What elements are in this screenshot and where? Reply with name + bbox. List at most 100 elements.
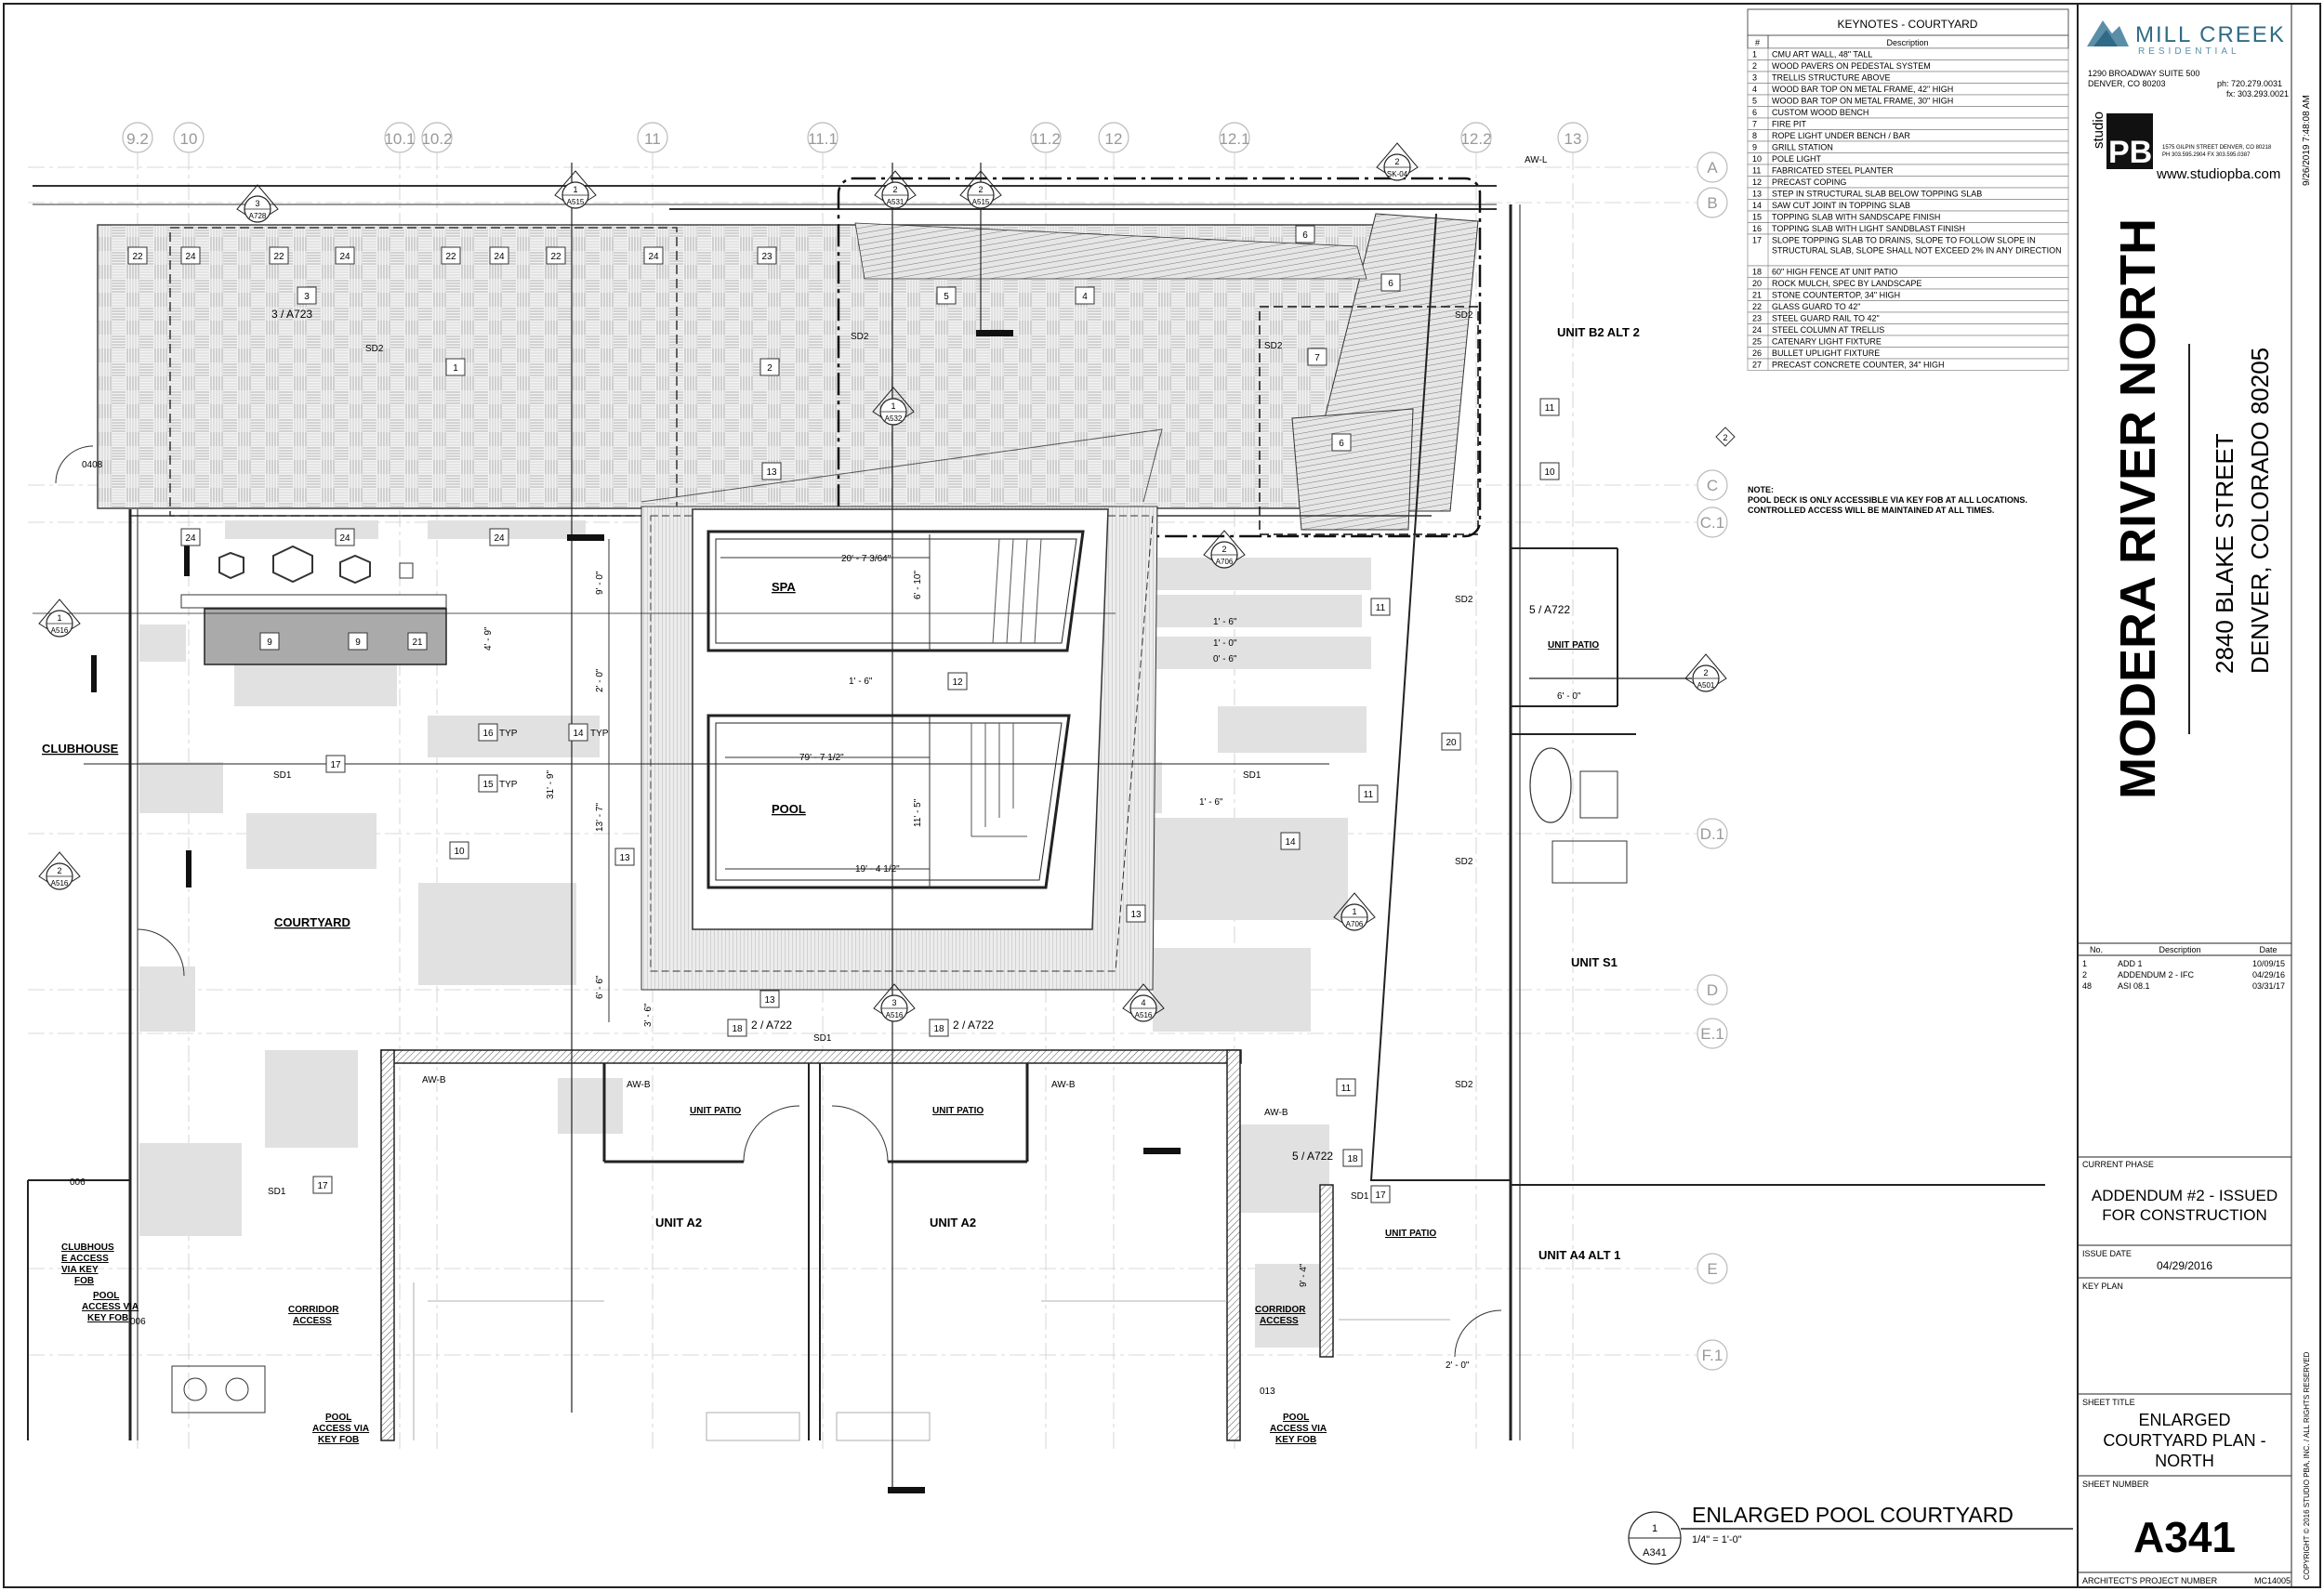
svg-text:1: 1 (573, 185, 577, 194)
keynote-tag (1280, 832, 1301, 850)
revision-desc: ASI 08.1 (2118, 981, 2150, 991)
svg-text:A706: A706 (1216, 558, 1234, 566)
svg-text:SD1: SD1 (268, 1187, 286, 1197)
keynote-tag (445, 358, 466, 376)
svg-text:D.1: D.1 (1700, 825, 1724, 843)
keynote-desc: 60" HIGH FENCE AT UNIT PATIO (1772, 268, 1897, 277)
svg-text:2 / A722: 2 / A722 (953, 1019, 994, 1032)
svg-text:SK-04: SK-04 (1387, 170, 1408, 178)
keynote-desc: ROPE LIGHT UNDER BENCH / BAR (1772, 131, 1910, 140)
svg-text:5 / A722: 5 / A722 (1292, 1150, 1333, 1163)
keynote-desc: STEP IN STRUCTURAL SLAB BELOW TOPPING SL… (1772, 190, 1982, 199)
keynote-number: 26 (1752, 348, 1762, 358)
svg-text:1' - 6": 1' - 6" (1199, 797, 1223, 808)
svg-text:KEY FOB: KEY FOB (87, 1313, 128, 1323)
svg-text:13: 13 (764, 995, 775, 1006)
room-unit-patio-1: UNIT PATIO (1548, 640, 1599, 651)
svg-text:22: 22 (273, 252, 284, 262)
keynote-number: 25 (1752, 337, 1762, 347)
keynote-tag (936, 286, 957, 305)
wood-bench (1291, 408, 1414, 531)
svg-text:C: C (1707, 477, 1718, 494)
room-unit-patio-4: UNIT PATIO (1385, 1229, 1436, 1239)
svg-text:2: 2 (57, 866, 61, 875)
keynote-desc: ROCK MULCH, SPEC BY LANDSCAPE (1772, 279, 1921, 288)
room-unit-patio-3: UNIT PATIO (932, 1106, 984, 1116)
keynote-number: 20 (1752, 279, 1762, 288)
svg-text:A516: A516 (886, 1011, 904, 1019)
spa (706, 530, 1085, 652)
svg-text:A706: A706 (1346, 920, 1364, 928)
keynote-tag (1295, 225, 1315, 243)
svg-text:13: 13 (619, 853, 630, 863)
svg-text:11: 11 (644, 130, 661, 148)
keynote-desc: BULLET UPLIGHT FIXTURE (1772, 348, 1880, 358)
current-phase-label: CURRENT PHASE (2082, 1160, 2154, 1169)
svg-text:3 / A723: 3 / A723 (271, 308, 312, 321)
svg-text:10: 10 (454, 847, 465, 857)
plot-timestamp: 9/26/2019 7:48:08 AM (2302, 95, 2312, 186)
svg-text:AW-B: AW-B (1051, 1080, 1076, 1090)
keynote-number: 24 (1752, 325, 1762, 335)
keynote-tag (759, 990, 780, 1008)
keynote-desc: SAW CUT JOINT IN TOPPING SLAB (1772, 201, 1910, 210)
bar-top (854, 222, 1367, 280)
keynote-tag (180, 528, 201, 546)
keynote-tag (297, 286, 317, 305)
svg-text:17: 17 (1375, 1190, 1386, 1201)
svg-text:10.2: 10.2 (421, 130, 452, 148)
svg-text:A516: A516 (51, 626, 69, 635)
keynote-desc: CUSTOM WOOD BENCH (1772, 108, 1868, 117)
keynote-number: 5 (1752, 97, 1757, 106)
keynote-tag (1370, 598, 1391, 616)
drawing-scale: 1/4" = 1'-0" (1692, 1534, 1742, 1545)
svg-text:studio: studio (2091, 112, 2106, 149)
keynote-tag (1126, 904, 1146, 923)
room-unit-b2: UNIT B2 ALT 2 (1557, 325, 1640, 339)
svg-text:2: 2 (1394, 157, 1399, 166)
keynote-tag (1441, 732, 1461, 751)
revision-no: 48 (2082, 981, 2092, 991)
client-logo: MILL CREEK RESIDENTIAL (2087, 20, 2284, 57)
svg-text:20' - 7 3/64": 20' - 7 3/64" (841, 554, 891, 564)
svg-text:SD2: SD2 (1455, 1080, 1473, 1090)
svg-text:VIA KEY: VIA KEY (61, 1265, 99, 1275)
svg-text:13: 13 (766, 467, 777, 478)
sheet-number-label: SHEET NUMBER (2082, 1479, 2149, 1489)
keynote-tag (489, 528, 509, 546)
svg-text:SD2: SD2 (1455, 595, 1473, 605)
svg-text:18: 18 (732, 1024, 743, 1034)
copyright: COPYRIGHT © 2016 STUDIO PBA, INC. / ALL … (2303, 1351, 2311, 1580)
svg-text:STRUCTURAL SLAB, SLOPE SHALL N: STRUCTURAL SLAB, SLOPE SHALL NOT EXCEED … (1772, 246, 2062, 256)
svg-text:A501: A501 (1697, 681, 1715, 690)
svg-text:79' - 7 1/2": 79' - 7 1/2" (799, 753, 844, 763)
svg-text:31' - 9": 31' - 9" (546, 770, 556, 799)
issue-date-label: ISSUE DATE (2082, 1249, 2132, 1258)
keynote-number: 23 (1752, 314, 1762, 323)
svg-text:2: 2 (1221, 545, 1226, 554)
svg-text:3: 3 (255, 199, 259, 208)
grid-bubble-top (1098, 122, 1129, 153)
svg-text:6' - 6": 6' - 6" (595, 975, 605, 999)
svg-text:13: 13 (1130, 910, 1142, 920)
keynote-tag (1380, 273, 1401, 292)
svg-text:12.1: 12.1 (1219, 130, 1249, 148)
keynote-tag (1307, 348, 1327, 366)
keynote-number: 4 (1752, 85, 1757, 94)
svg-text:20: 20 (1446, 738, 1457, 748)
svg-text:14: 14 (573, 729, 584, 739)
keynote-row (1747, 233, 2069, 267)
svg-text:19' - 4 1/2": 19' - 4 1/2" (855, 864, 900, 874)
keynote-desc: WOOD BAR TOP ON METAL FRAME, 42" HIGH (1772, 85, 1953, 94)
corridor-1a: CORRIDOR (288, 1305, 339, 1315)
keynote-number: 15 (1752, 213, 1762, 222)
grid-bubble-top (173, 122, 205, 153)
architect-website: www.studiopba.com (2156, 166, 2280, 182)
keynote-tag (127, 246, 148, 265)
svg-text:TYP: TYP (499, 780, 518, 790)
svg-text:ACCESS VIA: ACCESS VIA (312, 1424, 369, 1434)
svg-text:3: 3 (891, 998, 896, 1007)
svg-text:POOL: POOL (325, 1413, 351, 1423)
